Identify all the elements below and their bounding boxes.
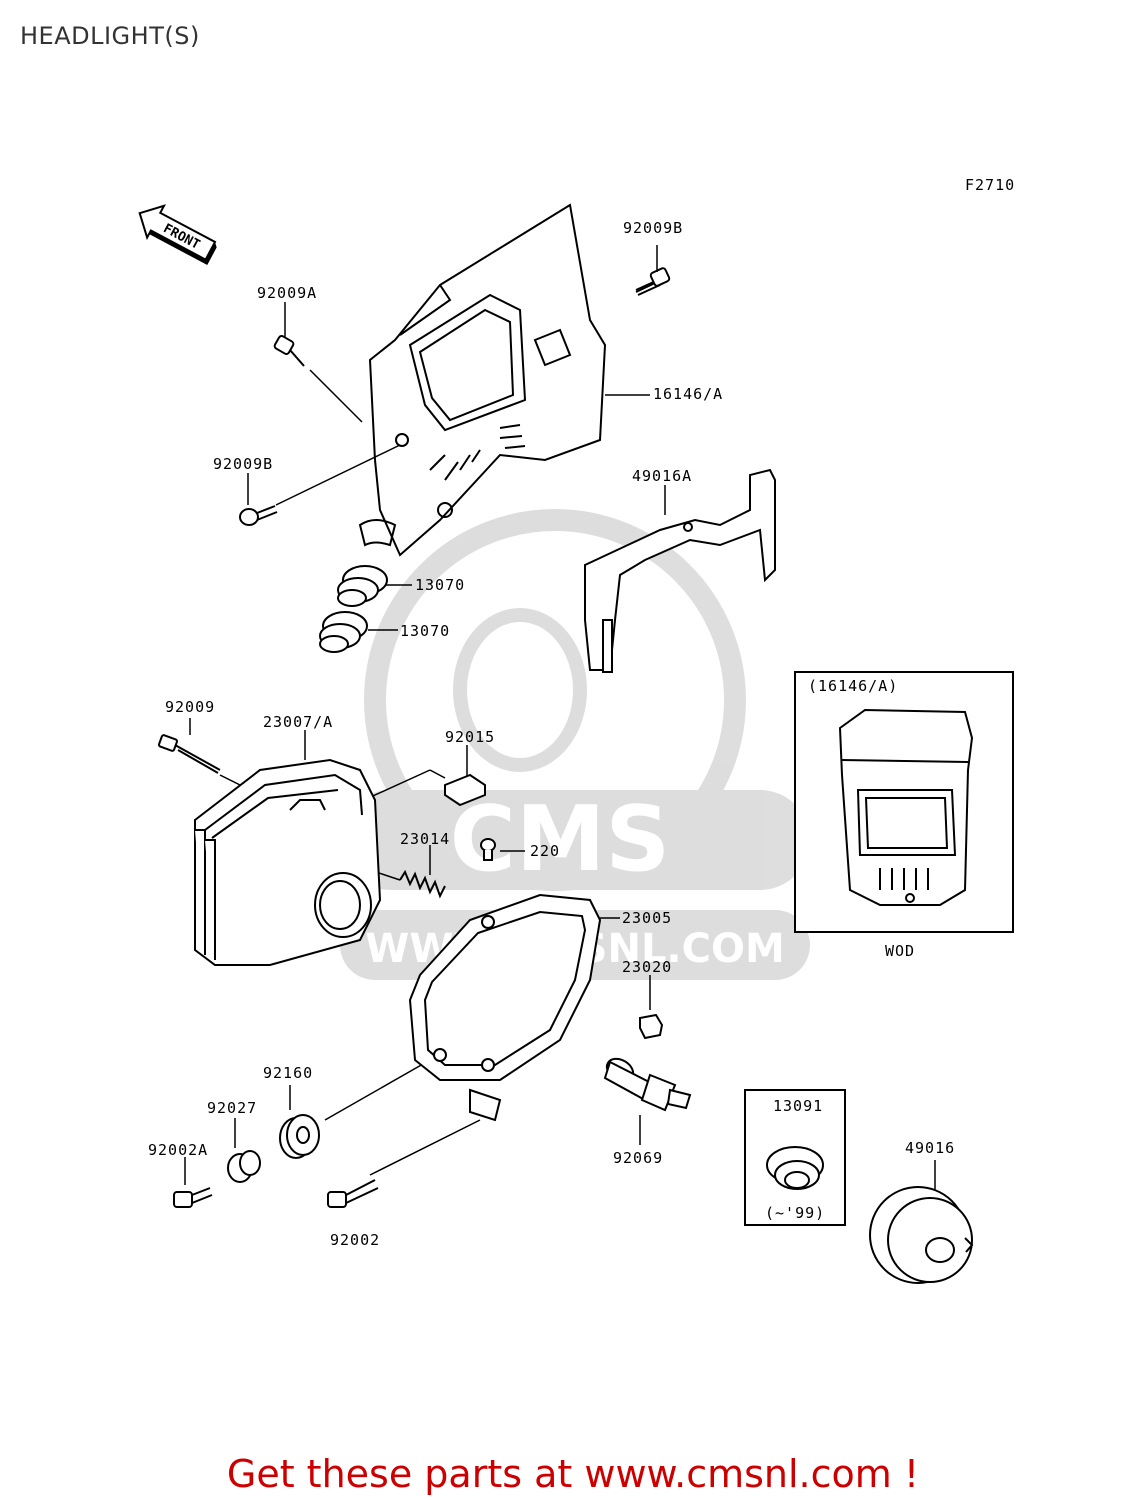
bolt-92002a	[173, 1187, 213, 1208]
label-92002: 92002	[330, 1231, 380, 1249]
label-23005: 23005	[622, 909, 672, 927]
inset-years-note: (~'99)	[765, 1204, 825, 1222]
grommet-13070-a	[337, 565, 388, 607]
figure-code: F2710	[965, 176, 1015, 194]
inset-13091-box	[744, 1089, 846, 1226]
label-92027: 92027	[207, 1099, 257, 1117]
label-49016a: 49016A	[632, 467, 692, 485]
label-92002a: 92002A	[148, 1141, 208, 1159]
label-92009a: 92009A	[257, 284, 317, 302]
headlight-cover	[358, 203, 607, 557]
page-title: HEADLIGHT(S)	[20, 22, 200, 50]
screw-92009a	[273, 335, 305, 367]
label-13070-a: 13070	[415, 576, 465, 594]
screw-92009b-left	[239, 505, 278, 526]
label-13091: 13091	[773, 1097, 823, 1115]
inset-variant-title: (16146/A)	[808, 677, 898, 695]
cap-49016	[869, 1186, 974, 1284]
bulb-92069	[603, 1057, 692, 1112]
label-92009b-left: 92009B	[213, 455, 273, 473]
nut-23020	[639, 1013, 664, 1040]
label-49016: 49016	[905, 1139, 955, 1157]
leader-lines	[184, 245, 936, 1190]
label-220: 220	[530, 842, 560, 860]
spring-23014	[399, 869, 446, 899]
footer-promo-text: Get these parts at www.cmsnl.com !	[226, 1452, 920, 1496]
label-92160: 92160	[263, 1064, 313, 1082]
inset-variant-caption: WOD	[885, 942, 915, 960]
clip-92015	[444, 773, 486, 807]
headlight-unit	[194, 758, 382, 966]
grommet-13070-b	[319, 611, 368, 653]
collar-92027	[227, 1150, 261, 1183]
screw-92009b-top	[635, 267, 671, 296]
inset-variant-box	[794, 671, 1014, 933]
bolt-92009	[157, 734, 221, 774]
label-16146a: 16146/A	[653, 385, 723, 403]
grommet-92160	[279, 1114, 320, 1159]
label-92069: 92069	[613, 1149, 663, 1167]
front-arrow-icon: FRONT	[138, 204, 217, 266]
screw-220	[480, 838, 496, 861]
label-92009b-top: 92009B	[623, 219, 683, 237]
label-23014: 23014	[400, 830, 450, 848]
label-23020: 23020	[622, 958, 672, 976]
label-92015: 92015	[445, 728, 495, 746]
watermark-brand: CMS	[450, 787, 670, 892]
bolt-92002	[327, 1179, 379, 1208]
label-23007a: 23007/A	[263, 713, 333, 731]
frame-23005	[408, 893, 602, 1122]
label-13070-b: 13070	[400, 622, 450, 640]
bracket-49016a	[584, 468, 776, 673]
label-92009: 92009	[165, 698, 215, 716]
